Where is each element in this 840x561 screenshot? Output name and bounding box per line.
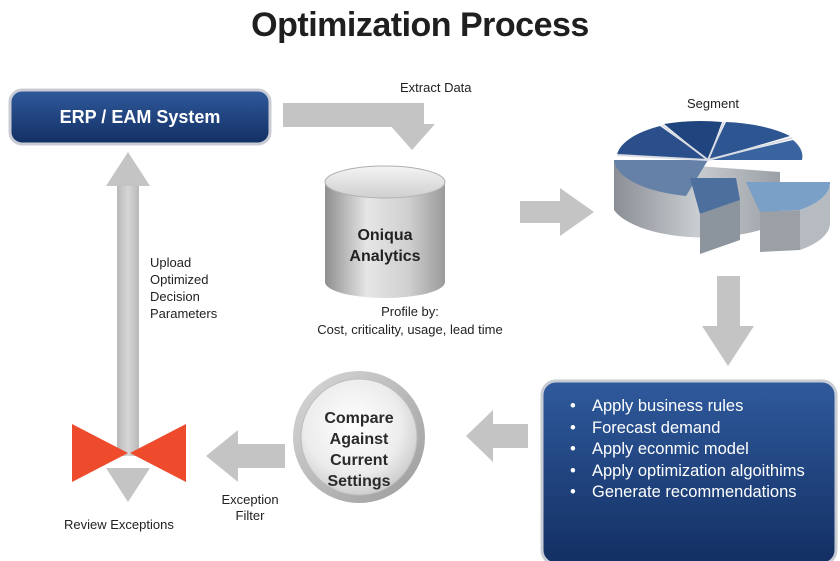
- upload-line: Decision: [150, 289, 200, 304]
- analytics-line-2: Analytics: [349, 248, 421, 265]
- exception-filter-label: Exception Filter: [210, 492, 290, 524]
- upload-line: Parameters: [150, 306, 218, 321]
- upload-line: Optimized: [150, 272, 209, 287]
- profile-label: Profile by: Cost, criticality, usage, le…: [290, 303, 530, 339]
- exception-filter-arrow: [206, 430, 285, 482]
- profile-details-text: Cost, criticality, usage, lead time: [317, 322, 503, 337]
- oniqua-analytics-label: Oniqua Analytics: [330, 225, 440, 267]
- step-item: Generate recommendations: [568, 482, 805, 504]
- to-segment-arrow: [520, 188, 594, 236]
- upload-line: Upload: [150, 255, 192, 270]
- step-item: Apply optimization algoithims: [568, 461, 805, 483]
- to-steps-arrow: [702, 276, 754, 366]
- erp-system-label: ERP / EAM System: [59, 107, 221, 127]
- analytics-line-1: Oniqua: [357, 227, 413, 244]
- segment-pie-icon: [614, 121, 831, 254]
- compare-line: Against: [329, 431, 389, 448]
- valve-icon: [72, 424, 186, 482]
- review-exceptions-label: Review Exceptions: [64, 517, 174, 532]
- step-item: Apply econmic model: [568, 439, 805, 461]
- compare-settings-label: Compare Against Current Settings: [304, 408, 414, 492]
- extract-arrow: [283, 103, 435, 150]
- to-compare-arrow: [466, 410, 528, 462]
- erp-box[interactable]: [8, 88, 272, 146]
- exception-filter-line: Exception: [221, 492, 279, 507]
- exception-filter-line: Filter: [235, 508, 265, 523]
- compare-line: Compare: [324, 410, 394, 427]
- compare-circle[interactable]: [293, 371, 425, 503]
- extract-data-label: Extract Data: [400, 80, 472, 95]
- compare-line: Current: [330, 452, 388, 469]
- segment-label: Segment: [687, 96, 740, 111]
- page-title: Optimization Process: [251, 6, 589, 44]
- step-item: Apply business rules: [568, 396, 805, 418]
- upload-arrow: [106, 152, 150, 502]
- profile-by-text: Profile by:: [381, 304, 439, 319]
- step-item: Forecast demand: [568, 418, 805, 440]
- compare-line: Settings: [327, 473, 391, 490]
- upload-parameters-label: Upload Optimized Decision Parameters: [150, 254, 217, 322]
- database-cylinder-icon: [324, 165, 446, 298]
- steps-list: Apply business rules Forecast demand App…: [568, 396, 805, 504]
